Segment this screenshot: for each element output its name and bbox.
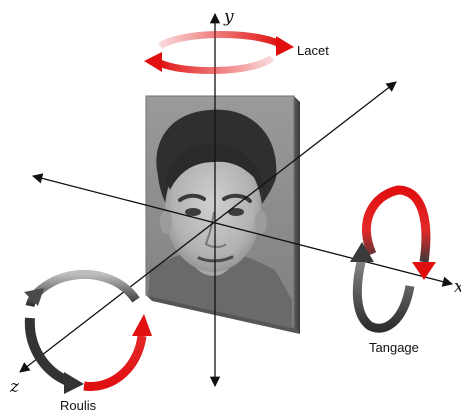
yaw-label: Lacet [297, 43, 329, 58]
z-axis-label: z [9, 377, 20, 397]
y-axis-label: y [223, 7, 234, 27]
z-axis [19, 81, 397, 373]
roll-label: Roulis [60, 398, 97, 413]
coordinate-axes [19, 12, 454, 388]
yaw-rotation-arrow [144, 31, 294, 74]
pitch-rotation-arrow [350, 185, 436, 333]
pitch-label: Tangage [369, 340, 419, 355]
roll-rotation-arrow [24, 269, 152, 394]
x-axis-label: x [454, 277, 461, 297]
